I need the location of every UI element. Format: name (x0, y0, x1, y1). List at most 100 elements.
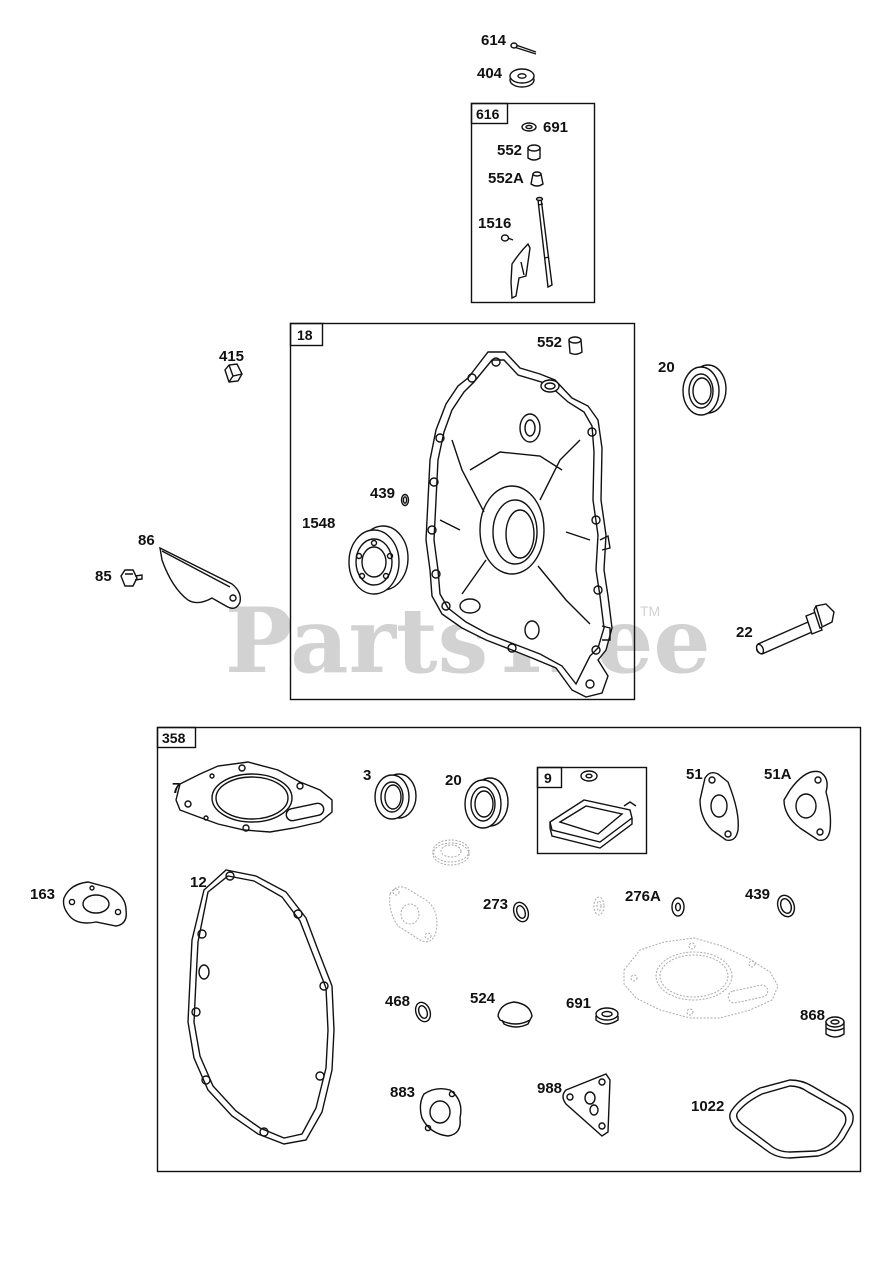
box-label-616: 616 (476, 106, 500, 122)
cover-plate-icon (159, 546, 242, 609)
part-883-gasket[interactable]: 883 (390, 1084, 462, 1137)
part-1548-bearing[interactable]: 1548 (302, 515, 409, 595)
watermark-tm: TM (640, 603, 660, 619)
part-label-552A: 552A (488, 170, 524, 187)
part-51A-gasket[interactable]: 51A (764, 766, 832, 841)
gasket-icon (419, 1087, 462, 1137)
governor-shaft-icon (535, 196, 553, 289)
oil-seal-icon (682, 364, 727, 416)
kit-box-358[interactable]: 358 7 3 (156, 726, 862, 1173)
part-label-439b: 439 (745, 886, 770, 903)
part-691-seal[interactable]: 691 (521, 119, 568, 136)
part-276A-washer[interactable]: 276A (625, 888, 685, 917)
gasket-icon (175, 761, 333, 833)
gasket-icon (187, 869, 335, 1145)
bolt-icon (755, 603, 835, 655)
part-439-oring-kit[interactable]: 439 (745, 886, 797, 919)
part-552-dowel[interactable]: 552 (537, 334, 583, 355)
part-1516-screw[interactable]: 1516 (478, 215, 514, 242)
part-label-163: 163 (30, 886, 55, 903)
part-22-bolt[interactable]: 22 (736, 603, 835, 655)
part-label-868: 868 (800, 1007, 825, 1024)
gasket-icon (699, 771, 739, 841)
oil-seal-icon (374, 773, 417, 820)
part-415[interactable]: 415 (219, 348, 244, 383)
part-label-20b: 20 (445, 772, 462, 789)
part-label-988: 988 (537, 1080, 562, 1097)
part-85-bolt[interactable]: 85 (95, 568, 143, 587)
oil-seal-icon (464, 777, 509, 829)
part-3-seal[interactable]: 3 (363, 767, 417, 820)
part-label-614: 614 (481, 32, 507, 49)
bearing-icon (348, 525, 409, 595)
part-label-691a: 691 (543, 119, 568, 136)
box-label-9: 9 (544, 770, 552, 786)
part-614[interactable]: 614 (481, 32, 537, 55)
part-label-85: 85 (95, 568, 112, 585)
part-label-273: 273 (483, 896, 508, 913)
part-163-gasket[interactable]: 163 (30, 881, 127, 927)
kit-box-9[interactable]: 9 (536, 766, 648, 855)
gasket-icon (62, 881, 127, 927)
part-691-seal-kit[interactable]: 691 (566, 995, 619, 1025)
part-439-oring[interactable]: 439 (370, 485, 410, 507)
washer-icon (509, 68, 535, 88)
box-label-358: 358 (162, 730, 186, 746)
box-label-18: 18 (297, 327, 313, 343)
ghost-gasket-icon (389, 886, 438, 943)
part-468-oring[interactable]: 468 (385, 993, 433, 1024)
part-988-plate[interactable]: 988 (537, 1073, 611, 1137)
part-label-404: 404 (477, 65, 503, 82)
part-label-7: 7 (172, 780, 180, 797)
part-524-plug[interactable]: 524 (470, 990, 533, 1028)
valve-seal-icon (595, 1007, 619, 1025)
part-label-552b: 552 (537, 334, 562, 351)
part-label-20a: 20 (658, 359, 675, 376)
bolt-icon (120, 569, 143, 587)
part-20-seal-kit[interactable]: 20 (445, 772, 509, 829)
part-label-86: 86 (138, 532, 155, 549)
part-404[interactable]: 404 (477, 65, 535, 88)
part-12-gasket[interactable]: 12 (187, 869, 335, 1145)
part-868-valve-seal[interactable]: 868 (800, 1007, 845, 1038)
ghost-washer-icon (432, 839, 470, 866)
valve-seal-icon (825, 1016, 845, 1038)
part-label-1516: 1516 (478, 215, 511, 232)
ghost-head-gasket-icon (623, 937, 779, 1019)
part-1022-gasket[interactable]: 1022 (691, 1079, 854, 1159)
part-label-883: 883 (390, 1084, 415, 1101)
part-label-468: 468 (385, 993, 410, 1010)
gasket-frame-icon (549, 799, 637, 849)
part-label-1022: 1022 (691, 1098, 724, 1115)
gasket-icon (783, 770, 832, 841)
part-label-1548: 1548 (302, 515, 335, 532)
part-label-524: 524 (470, 990, 496, 1007)
part-20-seal[interactable]: 20 (658, 359, 727, 416)
crankcase-cover-icon (425, 351, 613, 698)
washer-icon (580, 770, 598, 782)
part-label-22: 22 (736, 624, 753, 641)
screw-icon (500, 234, 514, 242)
part-label-552a: 552 (497, 142, 522, 159)
part-label-276A: 276A (625, 888, 661, 905)
gasket-icon (729, 1079, 854, 1159)
kit-box-616[interactable]: 616 691 552 552A 1516 (470, 102, 596, 304)
part-7-head-gasket[interactable]: 7 (172, 761, 333, 833)
part-label-3: 3 (363, 767, 371, 784)
part-552A-bushing[interactable]: 552A (488, 170, 544, 187)
part-86-plate[interactable]: 86 (138, 532, 242, 609)
part-label-691b: 691 (566, 995, 591, 1012)
part-552-bushing[interactable]: 552 (497, 142, 541, 161)
part-273-oring[interactable]: 273 (483, 896, 531, 924)
part-label-415: 415 (219, 348, 244, 365)
part-51-gasket[interactable]: 51 (686, 766, 739, 841)
plug-icon (497, 1001, 533, 1028)
part-label-439a: 439 (370, 485, 395, 502)
plug-icon (224, 363, 243, 383)
part-label-51A: 51A (764, 766, 792, 783)
gasket-icon (562, 1073, 611, 1137)
ghost-lockwasher-icon (593, 896, 605, 916)
governor-arm-icon (510, 242, 531, 300)
kit-box-18[interactable]: 18 552 439 1548 (289, 322, 636, 701)
